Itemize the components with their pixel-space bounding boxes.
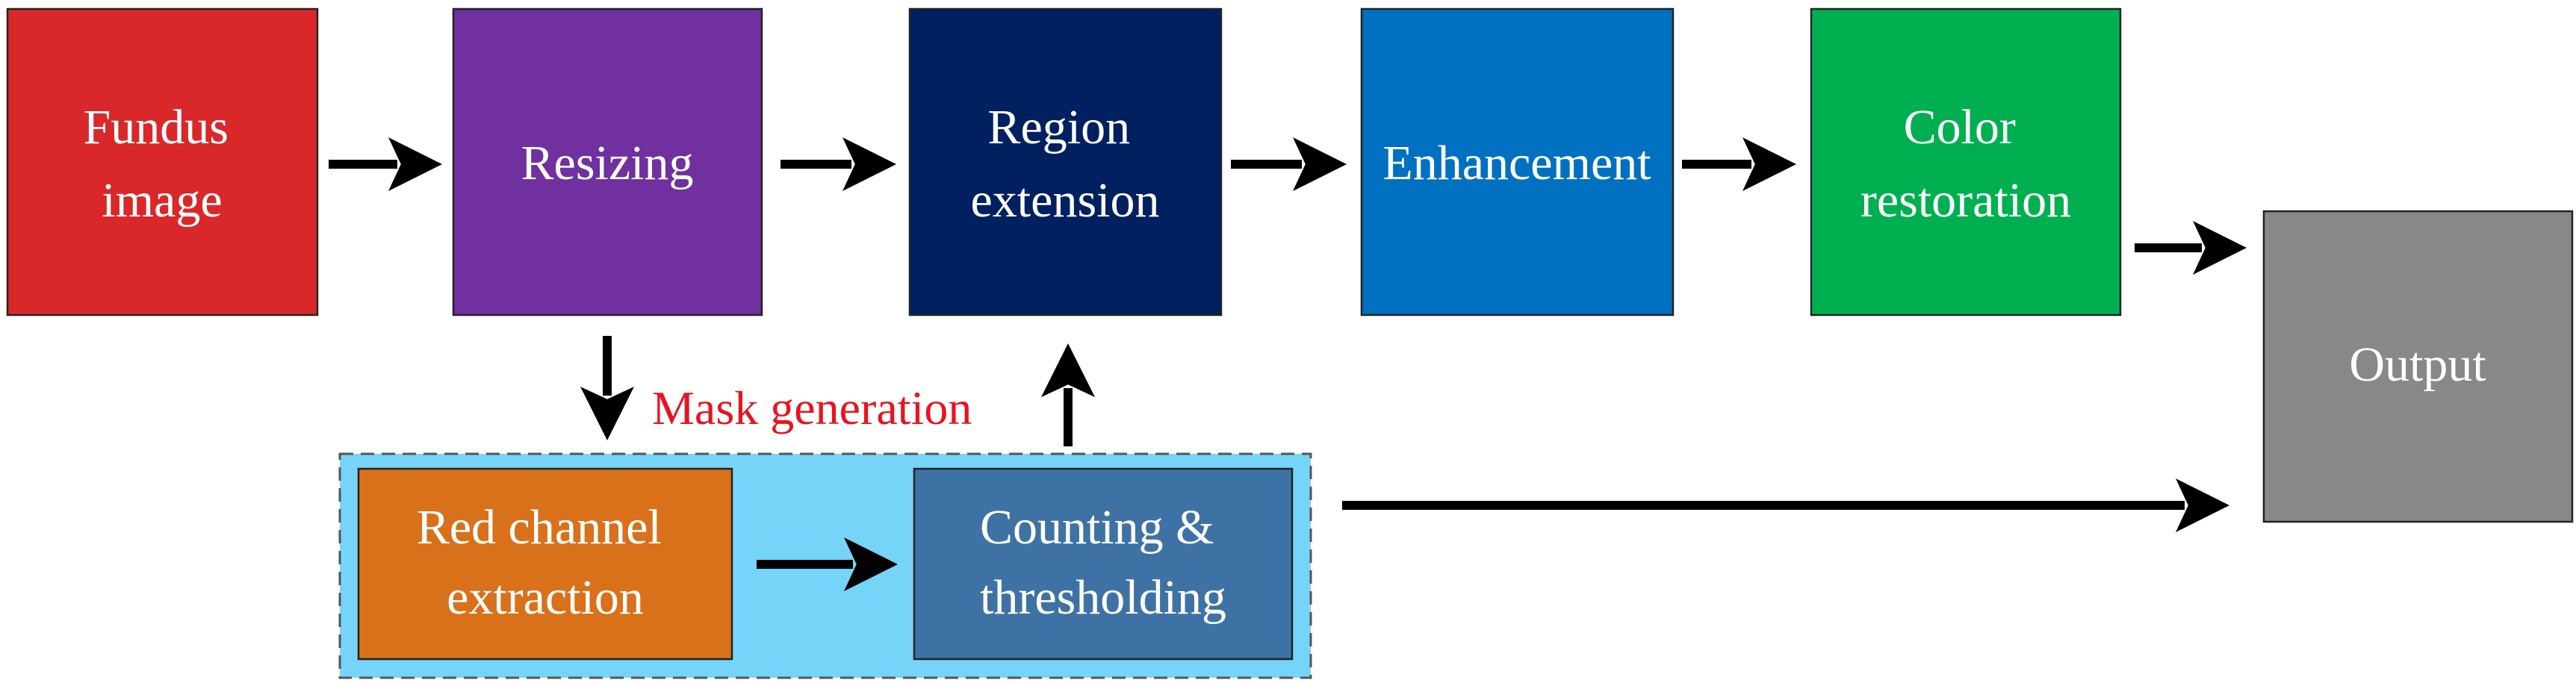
output-box: [2262, 210, 2574, 523]
enhancement-box: [1360, 7, 1675, 316]
svg-text:Counting & thresholding: Counting & thresholding: [980, 500, 1226, 625]
fundus-image-node: Fundus image: [6, 7, 319, 316]
output-label: Output: [2349, 337, 2486, 392]
color-restoration-box: [1810, 7, 2122, 316]
enhancement-label: Enhancement: [1382, 136, 1651, 190]
counting-thresholding-label-line2: thresholding: [980, 570, 1226, 625]
svg-text:Resizing: Resizing: [521, 136, 694, 190]
fundus-image-label-line1: Fundus: [84, 100, 229, 155]
svg-text:Red channel extraction: Red channel extraction: [417, 500, 674, 625]
region-extension-box: [908, 7, 1223, 316]
svg-text:Color restoration: Color restoration: [1860, 100, 2071, 228]
resizing-box: [452, 7, 763, 316]
counting-thresholding-box: [913, 467, 1294, 661]
svg-text:Output: Output: [2349, 337, 2486, 392]
enhancement-node: Enhancement: [1360, 7, 1675, 316]
region-extension-node: Region extension: [908, 7, 1223, 316]
svg-text:Fundus image: Fundus image: [84, 100, 241, 228]
color-restoration-label-line1: Color: [1904, 100, 2016, 155]
mask-generation-label: Mask generation: [652, 381, 972, 434]
red-channel-extraction-node: Red channel extraction: [357, 467, 733, 661]
resizing-label: Resizing: [521, 136, 694, 190]
region-extension-label-line2: extension: [971, 173, 1160, 228]
counting-thresholding-node: Counting & thresholding: [913, 467, 1294, 661]
counting-thresholding-label-line1: Counting &: [980, 500, 1214, 555]
red-channel-extraction-label-line1: Red channel: [417, 500, 662, 555]
red-channel-extraction-box: [357, 467, 733, 661]
color-restoration-node: Color restoration: [1810, 7, 2122, 316]
svg-text:Region extension: Region extension: [971, 100, 1160, 228]
red-channel-extraction-label-line2: extraction: [447, 570, 644, 625]
region-extension-label-line1: Region: [987, 100, 1130, 155]
output-node: Output: [2262, 210, 2574, 523]
color-restoration-label-line2: restoration: [1860, 173, 2071, 228]
resizing-node: Resizing: [452, 7, 763, 316]
fundus-image-label-line2: image: [102, 173, 222, 228]
svg-text:Enhancement: Enhancement: [1382, 136, 1651, 190]
fundus-image-box: [6, 7, 319, 316]
